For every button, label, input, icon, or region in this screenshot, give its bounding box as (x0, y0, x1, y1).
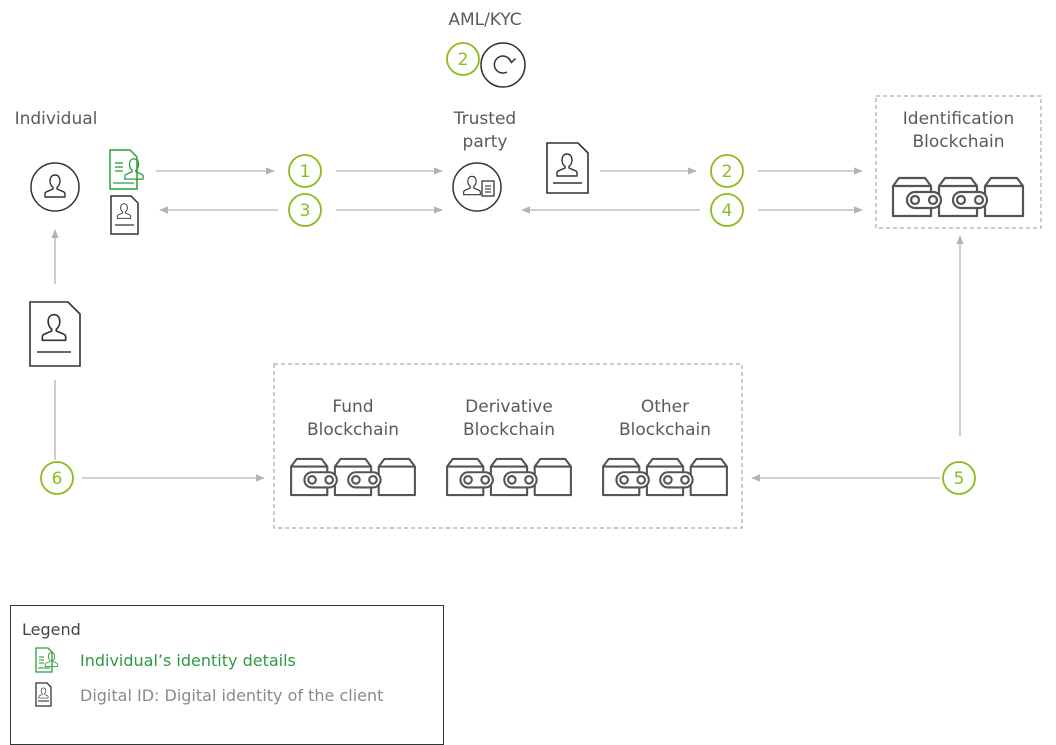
fund-blockchain-label: Fund Blockchain (298, 396, 408, 442)
step-2: 2 (710, 154, 744, 188)
identification-line1: Identification (902, 109, 1015, 129)
svg-text:5: 5 (954, 469, 965, 489)
svg-text:2: 2 (458, 50, 469, 70)
derivative-line1: Derivative (465, 397, 553, 417)
legend-identity-details: Individual’s identity details (80, 651, 296, 670)
identification-blockchain-label: Identification Blockchain (876, 108, 1041, 154)
fund-line2: Blockchain (306, 420, 399, 440)
step-aml: 2 (446, 42, 480, 76)
fund-line1: Fund (332, 397, 374, 417)
other-line2: Blockchain (618, 420, 711, 440)
trusted-party-line2: party (462, 132, 508, 152)
aml-kyc-label: AML/KYC (448, 10, 522, 30)
trusted-party-label: Trusted party (435, 108, 535, 154)
derivative-line2: Blockchain (462, 420, 555, 440)
digital-id-doc-icon-large (29, 301, 81, 367)
fund-blockchain-icon (290, 457, 416, 497)
derivative-blockchain-label: Derivative Blockchain (444, 396, 574, 442)
individual-icon (30, 162, 80, 212)
legend-digital-id-icon (35, 682, 52, 707)
legend-title: Legend (22, 620, 81, 639)
other-line1: Other (640, 397, 690, 417)
legend-digital-id: Digital ID: Digital identity of the clie… (80, 686, 384, 705)
other-blockchain-icon (602, 457, 728, 497)
digital-id-doc-icon-trusted (546, 142, 589, 194)
svg-text:1: 1 (300, 162, 311, 182)
step-5: 5 (942, 461, 976, 495)
svg-text:3: 3 (300, 201, 311, 221)
identification-blockchain-icon (891, 176, 1025, 218)
step-3: 3 (288, 193, 322, 227)
identification-line2: Blockchain (912, 132, 1005, 152)
step-6: 6 (40, 461, 74, 495)
refresh-icon (480, 42, 526, 88)
identification-blockchain-box (875, 95, 1042, 229)
other-blockchain-label: Other Blockchain (610, 396, 720, 442)
step-4: 4 (710, 193, 744, 227)
identity-details-doc-icon (109, 149, 144, 190)
svg-text:4: 4 (722, 201, 733, 221)
svg-text:6: 6 (52, 469, 63, 489)
digital-id-doc-icon (110, 195, 139, 235)
other-blockchains-box (273, 363, 743, 529)
individual-label: Individual (14, 109, 98, 129)
legend-identity-icon (35, 647, 59, 673)
derivative-blockchain-icon (446, 457, 572, 497)
svg-text:2: 2 (722, 162, 733, 182)
step-1: 1 (288, 154, 322, 188)
trusted-party-line1: Trusted (453, 109, 517, 129)
trusted-party-icon (452, 162, 502, 212)
